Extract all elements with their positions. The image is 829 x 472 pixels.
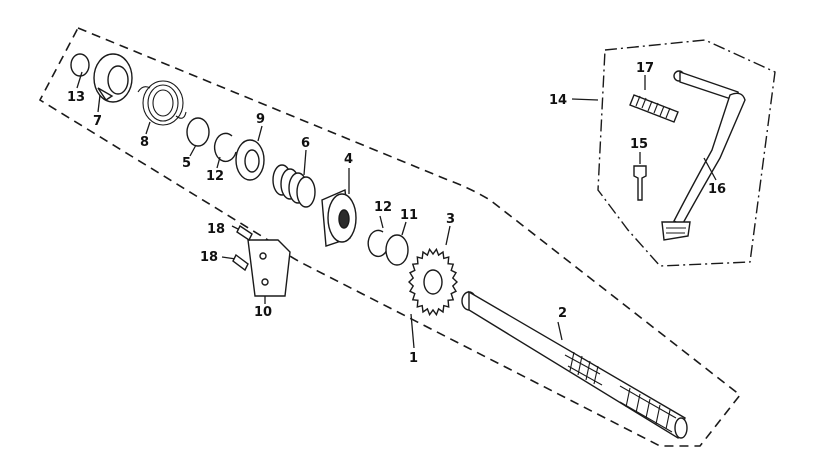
part-16-kick-lever (661, 70, 746, 241)
kick-lever-assembly-outline (597, 39, 776, 267)
part-4-ratchet (321, 168, 357, 247)
part-15-lever-bolt (633, 152, 647, 201)
callout-2: 2 (558, 306, 567, 321)
leader-part-1 (410, 313, 415, 349)
callout-9: 9 (256, 112, 265, 127)
part-7-cam-plate (93, 53, 133, 113)
callout-11: 11 (400, 208, 418, 223)
main-assembly-outline (38, 26, 742, 447)
leader-part-14 (571, 98, 599, 101)
part-9-ratchet-washer (235, 125, 265, 181)
part-18-bolt-lower (221, 253, 249, 272)
callout-18-upper: 18 (207, 222, 225, 237)
callout-12-lower: 12 (374, 200, 392, 215)
part-2-kick-shaft (461, 290, 688, 440)
callout-13: 13 (67, 90, 85, 105)
callout-3: 3 (446, 212, 455, 227)
callout-6: 6 (301, 136, 310, 151)
callout-1: 1 (409, 351, 418, 366)
part-12-circlip-upper (213, 132, 237, 169)
part-5-washer (186, 117, 210, 157)
callout-15: 15 (630, 137, 648, 152)
callout-18-lower: 18 (200, 250, 218, 265)
part-17-lever-spring (629, 75, 679, 123)
callout-8: 8 (140, 135, 149, 150)
part-3-starter-gear (407, 225, 459, 317)
part-10-guide-plate (247, 239, 291, 304)
part-8-return-spring (137, 80, 187, 135)
callout-17: 17 (636, 61, 654, 76)
callout-5: 5 (182, 156, 191, 171)
callout-16: 16 (708, 182, 726, 197)
callout-4: 4 (344, 152, 353, 167)
callout-7: 7 (93, 114, 102, 129)
part-11-washer (385, 221, 409, 266)
part-13-circlip (70, 53, 90, 89)
callout-14: 14 (549, 93, 567, 108)
part-18-bolt-upper (231, 224, 253, 242)
part-6-friction-spring (272, 149, 316, 208)
callout-12-upper: 12 (206, 169, 224, 184)
part-12-circlip-lower (367, 215, 389, 258)
callout-10: 10 (254, 305, 272, 320)
